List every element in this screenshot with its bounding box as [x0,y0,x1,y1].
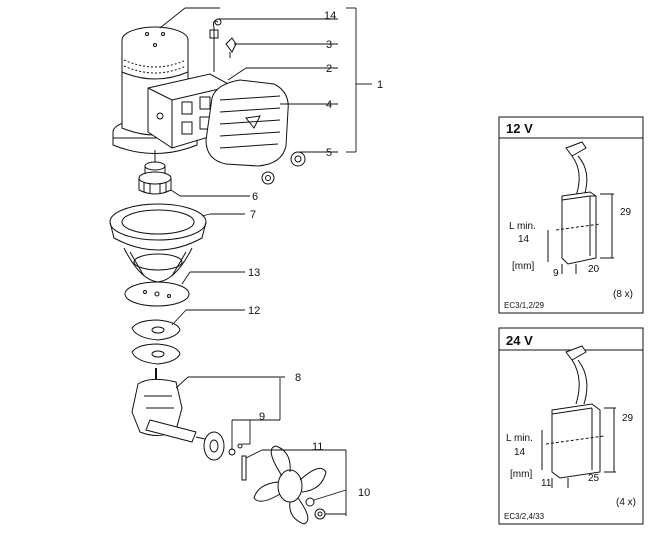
callout-labels: 14 3 2 4 5 1 6 7 13 12 8 9 11 10 [248,10,383,499]
panel-12v-lmin-label: L min. [509,221,536,232]
panel-24v-title: 24 V [506,333,533,348]
panel-12v-lmin-value: 14 [518,234,530,245]
propeller-hub [203,431,243,461]
leader-lines [159,7,372,516]
terminal-cover [205,79,289,167]
callout-11: 11 [312,441,323,453]
callout-2: 2 [326,63,332,75]
panel-12v-dim-20: 20 [588,264,600,275]
panel-12v-unit: [mm] [512,261,534,272]
callout-13: 13 [248,267,260,279]
callout-6: 6 [252,191,258,203]
panel-12v-dim-29: 29 [620,207,632,218]
panel-12v-dim-9: 9 [553,268,559,279]
panel-24v-dim-11: 11 [541,478,552,489]
gear-housing [131,368,215,443]
panel-24v-labels: 24 V L min. 14 29 [mm] 11 25 (4 x) EC3/2… [504,333,636,521]
callout-8: 8 [295,372,301,384]
callout-14: 14 [324,10,336,22]
panel-24v-unit: [mm] [510,469,532,480]
brush-24v [541,345,616,488]
panel-12v-title: 12 V [506,121,533,136]
brush-12v [547,141,614,274]
mounting-bracket [109,203,207,283]
propeller [253,445,327,525]
panel-24v-dim-25: 25 [588,473,600,484]
callout-1: 1 [377,79,383,91]
callout-10: 10 [358,487,370,499]
panel-24v-dim-29: 29 [622,413,634,424]
panel-24v-lmin-value: 14 [514,447,526,458]
callout-4: 4 [326,99,332,111]
fuse-wire [209,18,222,72]
callout-7: 7 [250,209,256,221]
prop-nut-washer [305,497,326,520]
panel-24v-ref: EC3/2,4/33 [504,512,545,521]
panel-24v-qty: (4 x) [616,497,636,508]
panel-24v [498,327,644,525]
panel-12v-labels: 12 V L min. 14 29 [mm] 9 20 (8 x) EC3/1,… [504,121,633,310]
callout-9: 9 [259,411,265,423]
panel-12v [498,116,644,314]
callout-12: 12 [248,305,260,317]
cable-clip [225,37,237,58]
shear-pin [241,455,247,481]
callout-3: 3 [326,39,332,51]
panel-24v-lmin-label: L min. [506,433,533,444]
callout-5: 5 [326,147,332,159]
gasket-disk [124,281,190,307]
panel-12v-ref: EC3/1,2/29 [504,301,545,310]
coupling [138,150,172,195]
panel-12v-qty: (8 x) [613,289,633,300]
gaskets [131,319,181,365]
cover-nuts [261,151,306,185]
